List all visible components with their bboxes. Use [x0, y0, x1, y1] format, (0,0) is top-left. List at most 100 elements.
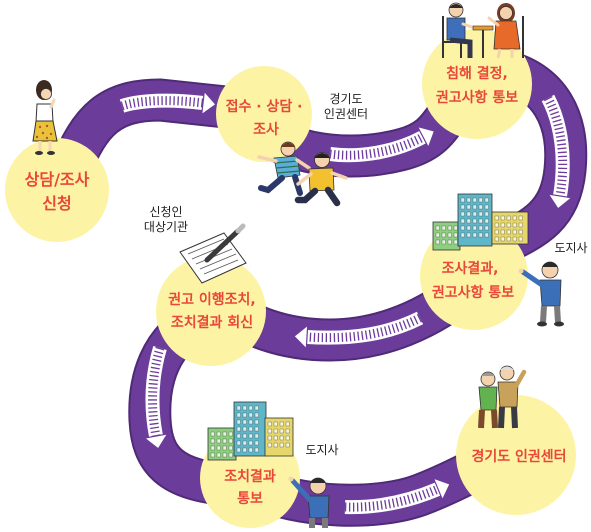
building-window [279, 435, 284, 441]
building-window [518, 215, 523, 221]
building-window [506, 222, 511, 228]
applicant-note-line-1: 신청인 [149, 205, 182, 219]
building-window [210, 445, 215, 451]
building-window [494, 236, 499, 242]
pointing-official-icon [518, 261, 564, 327]
building-window [210, 438, 215, 444]
building-window [248, 433, 253, 439]
step-1-line-2: 신청 [42, 194, 71, 213]
building-window [447, 225, 452, 231]
building-window [267, 442, 272, 448]
step-4-line-2: 권고사항 통보 [432, 284, 514, 301]
building-window [506, 229, 511, 235]
flow-arrow-4-head [293, 323, 309, 351]
flow-arrow-5-stripes [148, 346, 165, 437]
city-buildings-icon [432, 193, 529, 251]
building-window [500, 236, 505, 242]
building-window [210, 431, 215, 437]
woman-figure-icon [32, 80, 58, 155]
building-window [236, 447, 241, 453]
building-window [460, 204, 465, 210]
building-window [466, 211, 471, 217]
flow-arrow-3-head [547, 193, 574, 210]
step-5-line-1: 권고 이행조치, [168, 291, 255, 308]
building-window [248, 447, 253, 453]
building-window [472, 211, 477, 217]
running-person-blue-icon [257, 141, 311, 196]
building-window [453, 239, 458, 245]
building-window [478, 211, 483, 217]
building-window [279, 421, 284, 427]
building-window [254, 426, 259, 432]
step-4-line-1: 조사결과, [442, 260, 499, 277]
building-window [478, 197, 483, 203]
building-window [518, 229, 523, 235]
step-1-line-1: 상담/조사 [25, 170, 90, 189]
building-window [472, 204, 477, 210]
building-window [285, 442, 290, 448]
flow-arrow-2-stripes [329, 133, 426, 160]
building-window [254, 440, 259, 446]
running-people-icon [257, 141, 348, 207]
building-window [248, 440, 253, 446]
building-window [494, 222, 499, 228]
building-window [494, 229, 499, 235]
building-window [236, 426, 241, 432]
building-window [236, 412, 241, 418]
building-window [267, 435, 272, 441]
building-window [210, 452, 215, 458]
building-window [500, 215, 505, 221]
flow-arrow-1-head [200, 89, 217, 116]
building-window [518, 222, 523, 228]
building-window [242, 440, 247, 446]
building-window [512, 215, 517, 221]
building-window [267, 428, 272, 434]
building-window [254, 412, 259, 418]
building-window [466, 232, 471, 238]
governor-note-bottom: 도지사 [305, 443, 338, 457]
step-2-line-1: 접수 · 상담 · [226, 98, 303, 115]
step-circle-apply [5, 138, 109, 242]
building-window [441, 225, 446, 231]
building-window [236, 405, 241, 411]
step-3-line-2: 권고사항 통보 [436, 89, 518, 106]
center-note-line-2: 인권센터 [324, 107, 368, 121]
building-window [484, 204, 489, 210]
building-window [273, 428, 278, 434]
building-window [248, 426, 253, 432]
flow-arrows [119, 89, 574, 515]
building-window [494, 215, 499, 221]
building-window [242, 433, 247, 439]
building-window [236, 419, 241, 425]
building-window [236, 440, 241, 446]
building-window [472, 197, 477, 203]
building-window [518, 236, 523, 242]
building-window [435, 239, 440, 245]
building-window [248, 419, 253, 425]
building-window [242, 412, 247, 418]
flow-arrow-4-stripes [306, 313, 423, 343]
meeting-couple-icon [442, 2, 524, 59]
building-window [466, 218, 471, 224]
building-window [484, 218, 489, 224]
step-3-line-1: 침해 결정, [446, 65, 508, 82]
step-circle-action-reply [156, 256, 266, 366]
flow-arrow-6-stripes [344, 484, 440, 512]
building-window [435, 225, 440, 231]
building-window [216, 431, 221, 437]
building-window [478, 225, 483, 231]
building-window [242, 419, 247, 425]
building-window [453, 225, 458, 231]
building-window [273, 421, 278, 427]
building-window [242, 447, 247, 453]
building-window [216, 438, 221, 444]
building-window [222, 431, 227, 437]
building-window [222, 452, 227, 458]
building-window [472, 232, 477, 238]
building-window [484, 197, 489, 203]
building-window [484, 225, 489, 231]
building-window [512, 222, 517, 228]
building-window [254, 405, 259, 411]
building-window [279, 442, 284, 448]
